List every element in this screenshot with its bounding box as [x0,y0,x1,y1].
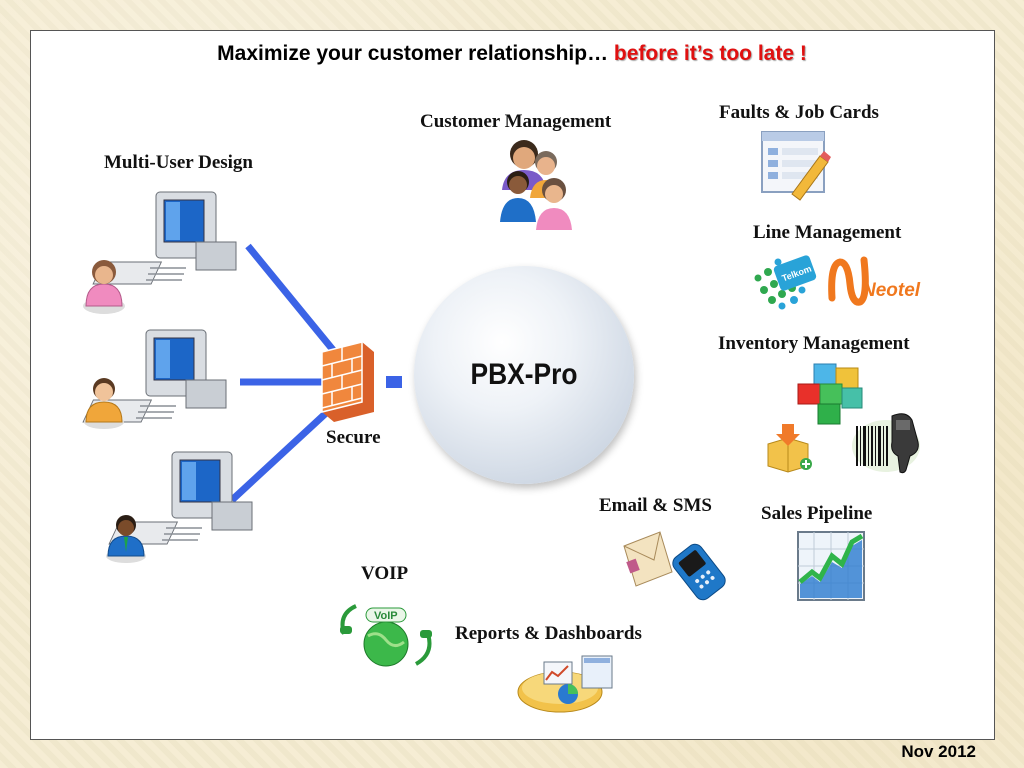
user-male-icon [84,378,124,429]
label-email-sms: Email & SMS [599,495,712,516]
customer-group-icon [500,140,572,230]
title-highlight: before it’s too late ! [613,42,807,65]
connector-stub [386,376,402,388]
firewall-icon [321,341,374,422]
reports-dashboard-icon [517,655,613,713]
email-icon [623,531,673,587]
label-voip: VOIP [361,563,409,584]
connector-line-bottom [229,399,341,503]
title-main: Maximize your customer relationship… [217,42,614,65]
barcode-scanner-icon [852,413,920,474]
label-line-management: Line Management [753,222,902,243]
mobile-phone-icon [672,543,726,601]
user-male-icon [106,515,146,563]
label-multi-user: Multi-User Design [104,152,253,173]
connector-line-top [245,243,341,359]
inventory-cubes-icon [797,363,863,425]
sales-chart-icon [797,531,865,601]
label-inventory-management: Inventory Management [718,333,910,354]
label-secure: Secure [326,427,381,448]
voip-badge-text: VoIP [374,610,398,622]
label-customer-management: Customer Management [420,111,612,132]
label-reports-dashboards: Reports & Dashboards [455,623,642,644]
footer-date: Nov 2012 [901,742,976,761]
label-sales-pipeline: Sales Pipeline [761,503,873,524]
pbx-pro-sphere: PBX-Pro [414,266,634,484]
neotel-logo: Neotel [828,256,921,306]
neotel-logo-text: Neotel [862,280,921,301]
slide-title: Maximize your customer relationship… bef… [0,42,1024,66]
pbx-pro-label: PBX-Pro [470,358,578,391]
label-faults-job-cards: Faults & Job Cards [719,102,879,123]
telkom-logo: Telkom [754,255,817,310]
box-add-icon [767,424,812,473]
job-card-icon [761,131,831,201]
voip-globe-icon: VoIP [340,604,432,667]
user-female-icon [83,260,125,314]
